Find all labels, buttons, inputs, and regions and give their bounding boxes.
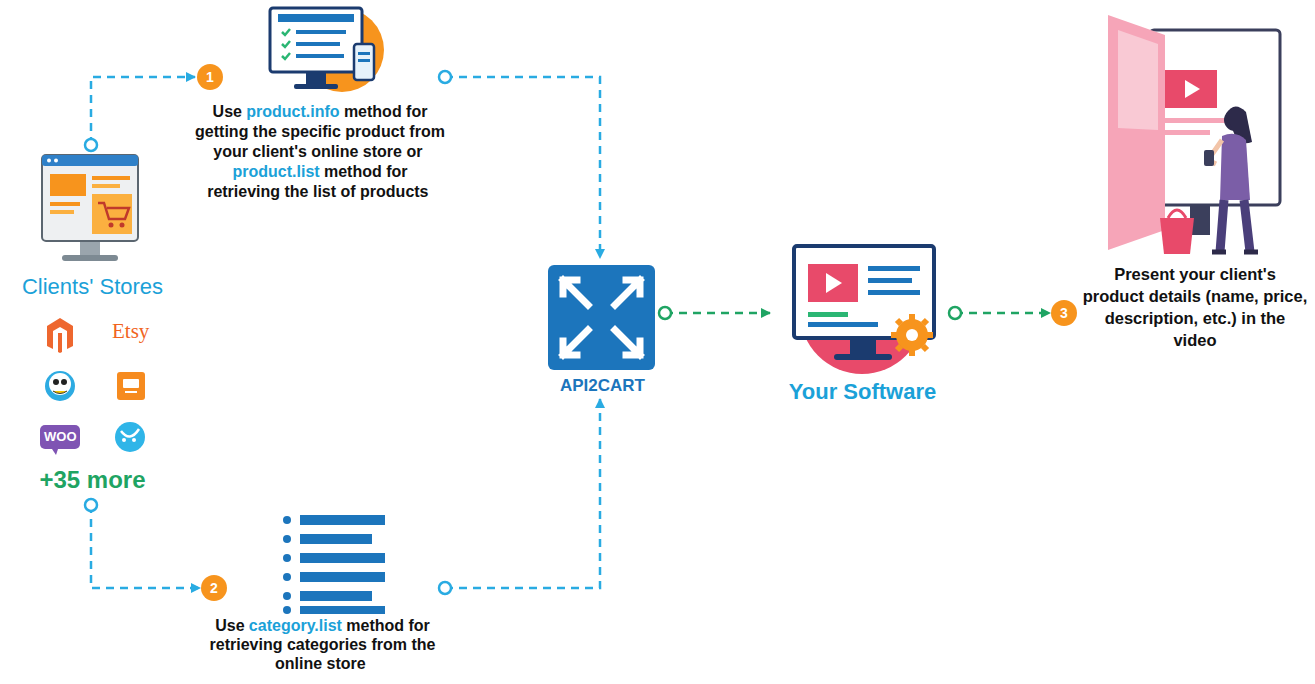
store-group: Clients' Stores +35 more bbox=[10, 145, 175, 505]
store-monitor-icon bbox=[42, 155, 138, 261]
connector-start-dot bbox=[659, 307, 671, 319]
step-box: Usecategory.listmethod for retrieving ca… bbox=[200, 510, 445, 680]
dashed-connector bbox=[659, 307, 770, 319]
connector-start-dot bbox=[85, 139, 97, 151]
logo-text: WOO bbox=[44, 429, 77, 445]
step-text: Useproduct.infomethod for getting the sp… bbox=[195, 102, 445, 202]
connector-start-dot bbox=[949, 307, 961, 319]
connector-line bbox=[955, 312, 1050, 315]
result-node: Present your client's product details (n… bbox=[1050, 5, 1312, 365]
node-text: Present your client's product details (n… bbox=[1082, 263, 1308, 351]
category-list-icon bbox=[283, 515, 385, 614]
node-text: API2CART bbox=[540, 375, 665, 397]
callout-number: 2 bbox=[201, 575, 227, 601]
step-text-part: Use bbox=[213, 103, 242, 120]
connector-line bbox=[665, 312, 770, 315]
software-node: Your Software bbox=[770, 240, 955, 415]
software-monitor-icon bbox=[794, 246, 934, 374]
node-text: Clients' Stores bbox=[10, 273, 175, 301]
callout-number: 3 bbox=[1051, 300, 1077, 326]
connector-line bbox=[445, 399, 600, 588]
connector-line bbox=[91, 505, 200, 588]
connector-start-dot bbox=[85, 499, 97, 511]
callout-number: 1 bbox=[197, 64, 223, 90]
dashed-connector bbox=[439, 71, 600, 258]
dashed-connector bbox=[439, 399, 600, 594]
method-name: product.info bbox=[246, 103, 339, 120]
step-text: Usecategory.listmethod for retrieving ca… bbox=[200, 616, 445, 673]
product-monitor-icon bbox=[270, 8, 384, 92]
connector-line bbox=[91, 77, 195, 145]
api-node: API2CART bbox=[540, 258, 665, 399]
method-name: category.list bbox=[249, 617, 342, 634]
dashed-connector bbox=[85, 77, 195, 151]
node-text: Your Software bbox=[770, 378, 955, 406]
connector-start-dot bbox=[439, 71, 451, 83]
logo-text: Etsy bbox=[112, 319, 149, 344]
video-illustration bbox=[1108, 15, 1280, 254]
step-text-part: Use bbox=[215, 617, 244, 634]
dashed-connector bbox=[949, 307, 1050, 319]
connector-line bbox=[445, 77, 600, 258]
connector-start-dot bbox=[439, 582, 451, 594]
method-name: product.list bbox=[233, 163, 320, 180]
node-text: +35 more bbox=[10, 465, 175, 495]
dashed-connector bbox=[85, 499, 200, 588]
step-box: Useproduct.infomethod for getting the sp… bbox=[195, 2, 445, 242]
api2cart-logo bbox=[548, 265, 655, 370]
